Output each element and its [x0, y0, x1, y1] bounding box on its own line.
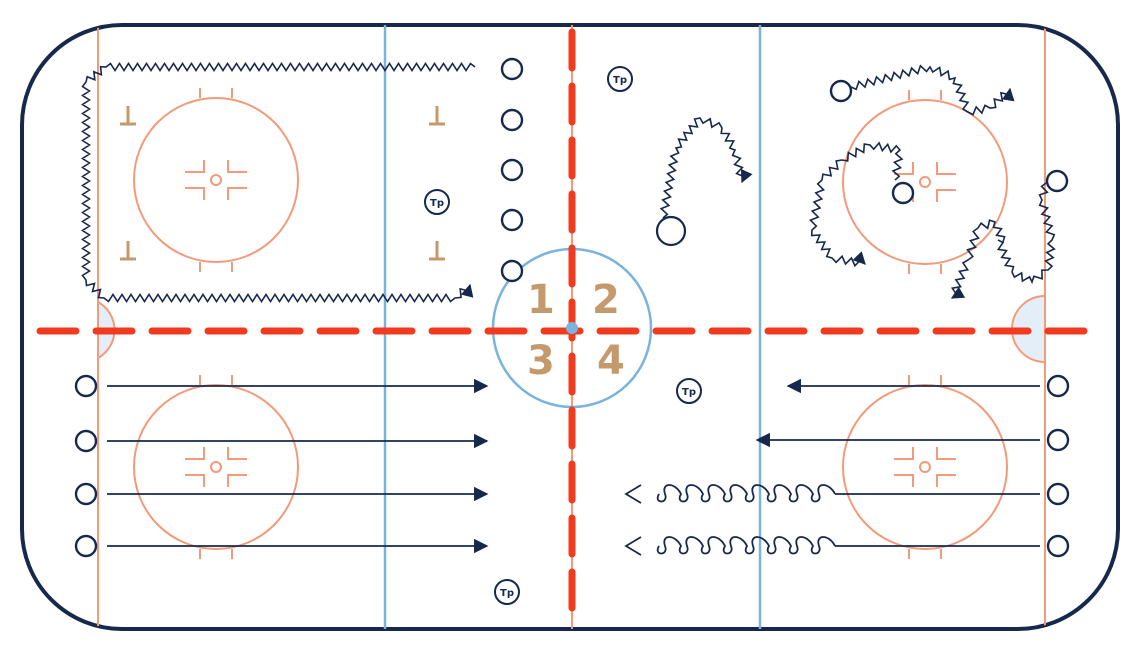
faceoff-circle-bottom-right — [842, 375, 1008, 559]
player-icon — [500, 57, 524, 81]
player-column-top — [500, 57, 524, 283]
player-icon — [74, 534, 98, 558]
skating-path-zone2-e — [996, 182, 1056, 285]
player-icon — [891, 181, 915, 205]
zone-label-2: 2 — [592, 277, 620, 323]
skating-path-zone1 — [81, 62, 476, 303]
faceoff-circle-top-right — [842, 90, 1008, 274]
coach-label: Tp — [613, 75, 627, 86]
coach-icon: Tp — [424, 189, 450, 215]
skating-path-zone2-a — [659, 117, 753, 219]
player-icon — [500, 158, 524, 182]
player-icon — [1046, 428, 1070, 452]
player-icon — [74, 374, 98, 398]
coach-label: Tp — [682, 387, 696, 398]
skating-lines-zone4 — [755, 378, 1040, 448]
skating-path-zone2-d — [950, 219, 1006, 299]
coach-icon: Tp — [676, 378, 702, 404]
player-icon — [500, 108, 524, 132]
backward-skating-zone4 — [624, 484, 1040, 556]
coach-label: Tp — [430, 198, 444, 209]
zone-label-1: 1 — [527, 277, 555, 323]
faceoff-circle-top-left — [133, 88, 299, 272]
player-icon — [74, 429, 98, 453]
coach-icon: Tp — [494, 579, 520, 605]
zone-label-4: 4 — [597, 338, 625, 384]
player-icon — [500, 259, 524, 283]
player-icon — [1045, 169, 1069, 193]
player-icon — [1046, 534, 1070, 558]
zone-label-3: 3 — [527, 338, 555, 384]
pylon-icon — [120, 106, 445, 261]
center-faceoff-dot — [566, 322, 578, 334]
player-icon — [1046, 482, 1070, 506]
player-icon — [829, 79, 853, 103]
player-icon — [74, 482, 98, 506]
skating-path-zone2-b — [850, 64, 1015, 116]
skating-lines-zone3 — [107, 378, 489, 554]
coach-label: Tp — [500, 588, 514, 599]
coach-icon: Tp — [607, 66, 633, 92]
player-icon — [500, 208, 524, 232]
player-icon — [1046, 374, 1070, 398]
puck-icon — [655, 215, 687, 247]
faceoff-circle-bottom-left — [133, 375, 299, 559]
skating-path-zone2-c — [808, 141, 904, 268]
